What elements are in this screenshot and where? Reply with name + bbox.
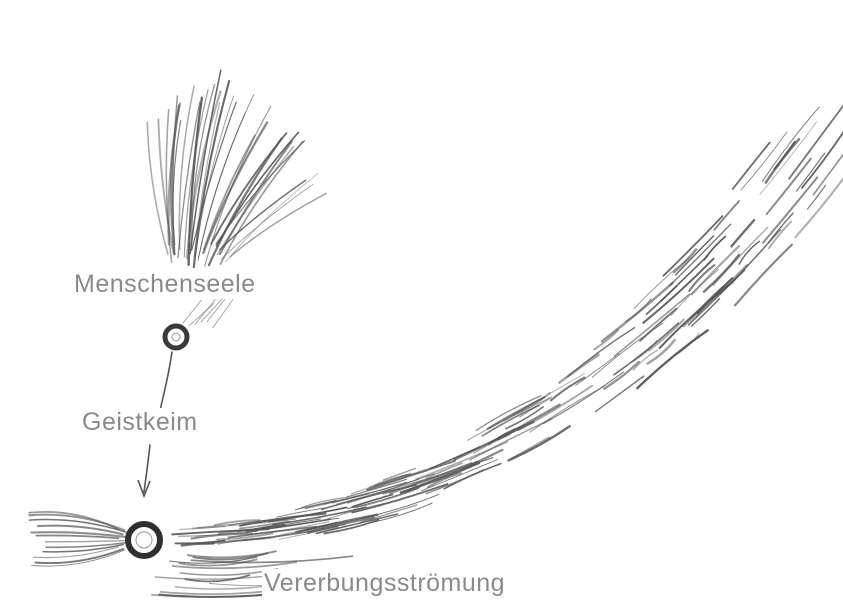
flame-stroke (201, 296, 225, 322)
flame-stroke (230, 194, 326, 257)
stream-stroke (768, 213, 794, 244)
stream-stroke (802, 129, 843, 188)
germ-tail-stroke (43, 545, 123, 552)
stream-stroke (731, 220, 754, 246)
germ-tail-stroke (45, 541, 125, 542)
stream-stroke (511, 437, 549, 459)
stream-stroke (762, 107, 819, 181)
stream-stroke (689, 270, 745, 325)
stream-stroke (692, 246, 739, 294)
flame-stroke (147, 122, 168, 254)
soul-circle-core (172, 333, 180, 341)
flame-stroke (203, 123, 267, 253)
flame-stroke (221, 184, 313, 259)
stream-stroke (735, 245, 792, 306)
stream-stroke (559, 355, 598, 383)
flame-stroke (195, 300, 215, 325)
stream-stroke (714, 201, 739, 230)
stream-stroke (602, 283, 673, 342)
stream-stroke (760, 122, 816, 194)
stream-stroke (733, 143, 770, 189)
stream-stroke (476, 396, 541, 431)
flame-stroke (189, 304, 214, 326)
stream-stroke (185, 575, 249, 581)
stream-stroke (637, 330, 707, 388)
stream-stroke (684, 265, 747, 326)
stream-stroke (769, 222, 791, 249)
stream-stroke (763, 177, 817, 242)
soul-circle-tail-strokes (29, 512, 126, 566)
flame-stroke (213, 298, 234, 328)
stream-stroke (592, 323, 663, 377)
stream-stroke (551, 378, 585, 401)
label-geistkeim: Geistkeim (80, 408, 200, 437)
flame-stroke (221, 142, 303, 265)
stream-stroke (337, 489, 391, 504)
stream-stroke (188, 551, 276, 557)
label-menschenseele: Menschenseele (72, 270, 258, 299)
label-vererbungsstroemung: Vererbungsströmung (262, 569, 507, 598)
stream-stroke (795, 160, 843, 238)
stream-stroke (704, 255, 739, 292)
stream-stroke (604, 362, 639, 389)
stream-stroke (766, 139, 799, 182)
germ-circle-core (136, 532, 152, 548)
stream-stroke (596, 376, 644, 411)
heredity-stream-strokes (152, 101, 843, 597)
stream-stroke (814, 150, 843, 195)
stream-stroke (674, 249, 696, 272)
stream-stroke (301, 498, 344, 508)
stream-stroke (470, 419, 551, 460)
stream-stroke (648, 340, 675, 364)
